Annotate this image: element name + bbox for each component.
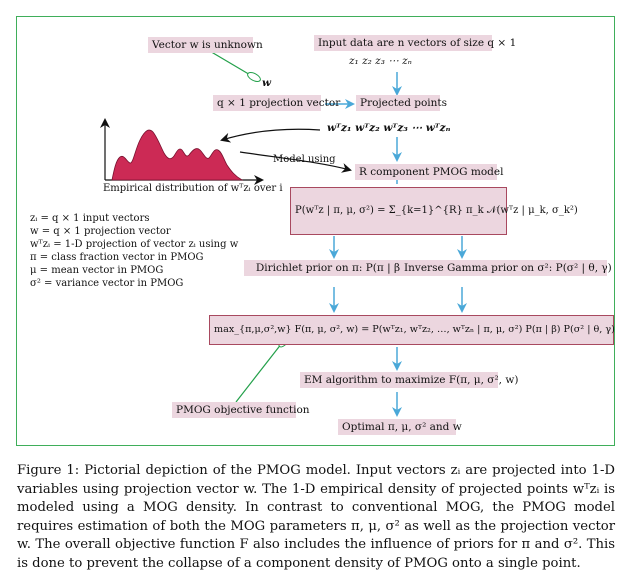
legend-line: zᵢ = q × 1 input vectors: [30, 213, 150, 224]
legend-line: μ = mean vector in PMOG: [30, 265, 164, 276]
pointer-objective: [235, 342, 283, 403]
projected-values-list: wᵀz₁ wᵀz₂ wᵀz₃ ⋯ wᵀzₙ: [327, 122, 451, 134]
legend-line: w = q × 1 projection vector: [30, 226, 171, 237]
optimal-parameters-box: Optimal π, μ, σ² and w: [338, 419, 462, 435]
projected-points-box: Projected points: [356, 95, 447, 111]
objective-function-box: max_{π,μ,σ²,w} F(π, μ, σ², w) = P(wᵀz₁, …: [209, 315, 615, 345]
projection-vector-box: q × 1 projection vector: [213, 95, 340, 111]
density-curve: [111, 129, 244, 181]
figure-caption: Figure 1: Pictorial depiction of the PMO…: [17, 463, 615, 571]
figure-frame: [16, 16, 615, 446]
pointer-vector-w: [207, 49, 253, 77]
em-algorithm-box: EM algorithm to maximize F(π, μ, σ², w): [300, 372, 518, 388]
pointer-hand-icon: [247, 71, 261, 83]
w-symbol: w: [262, 77, 272, 89]
legend-line: wᵀzᵢ = 1-D projection of vector zᵢ using…: [30, 239, 239, 250]
empirical-distribution-label: Empirical distribution of wᵀzᵢ over i: [103, 183, 283, 194]
arrow-model-using: [239, 151, 352, 173]
legend-line: σ² = variance vector in PMOG: [30, 278, 184, 289]
density-plot: [100, 118, 264, 185]
arrow-projected-to-density: [220, 128, 321, 143]
vector-w-box: Vector w is unknown: [148, 37, 263, 53]
inverse-gamma-prior-box: Inverse Gamma prior on σ²: P(σ² | θ, γ): [400, 260, 612, 276]
z-vectors-list: z₁ z₂ z₃ ⋯ zₙ: [349, 55, 412, 67]
model-using-label: Model using: [273, 154, 336, 165]
flow-arrows: [325, 72, 467, 417]
pmog-model-box: R component PMOG model: [355, 164, 503, 180]
pmog-objective-label: PMOG objective function: [172, 402, 310, 418]
pmog-density-box: P(wᵀz | π, μ, σ²) = Σ_{k=1}^{R} π_k 𝒩(wᵀ…: [290, 187, 578, 235]
dirichlet-prior-box: Dirichlet prior on π: P(π | β): [244, 260, 416, 276]
legend-line: π = class fraction vector in PMOG: [30, 252, 204, 263]
input-data-box: Input data are n vectors of size q × 1: [314, 35, 516, 51]
